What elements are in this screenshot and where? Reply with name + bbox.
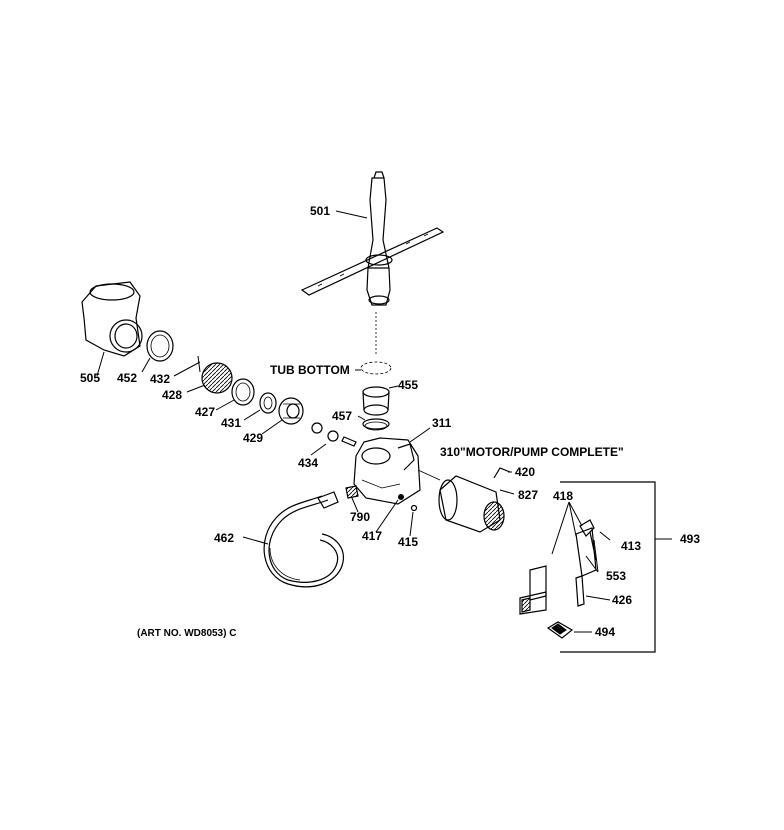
- block-part: [546, 621, 592, 639]
- kit-hardware: [551, 501, 611, 577]
- label-501: 501: [310, 204, 331, 218]
- label-462: 462: [214, 531, 235, 545]
- label-457: 457: [332, 409, 353, 423]
- label-429: 429: [243, 431, 264, 445]
- latch-part: [519, 565, 547, 615]
- label-428: 428: [162, 388, 183, 402]
- seal-ring-part: [243, 392, 277, 421]
- impeller-part: [261, 397, 304, 435]
- label-505: 505: [80, 371, 101, 385]
- label-427: 427: [195, 405, 216, 419]
- label-432: 432: [150, 372, 171, 386]
- label-452: 452: [117, 371, 138, 385]
- label-431: 431: [221, 416, 242, 430]
- kit-bracket: [560, 481, 672, 653]
- spray-arm-part: [300, 171, 445, 355]
- label-tub-bottom: TUB BOTTOM: [270, 363, 350, 377]
- seal-part: [362, 385, 399, 416]
- motor-part: [417, 469, 515, 533]
- label-494: 494: [595, 625, 616, 639]
- label-827: 827: [518, 488, 539, 502]
- label-455: 455: [398, 378, 419, 392]
- label-417: 417: [362, 529, 383, 543]
- screw-parts: [375, 494, 418, 537]
- ring-part: [215, 378, 255, 411]
- label-418: 418: [553, 489, 574, 503]
- label-426: 426: [612, 593, 633, 607]
- label-311: 311: [432, 416, 452, 430]
- label-790: 790: [350, 510, 371, 524]
- label-420: 420: [515, 465, 536, 479]
- label-434: 434: [298, 456, 319, 470]
- bolt-parts: [310, 422, 357, 456]
- sump-housing-part: [81, 281, 143, 377]
- label-415: 415: [398, 535, 419, 549]
- gasket-part: [357, 415, 390, 431]
- wire-clip-part: [493, 467, 512, 479]
- art-number: (ART NO. WD8053) C: [137, 628, 237, 639]
- label-413: 413: [621, 539, 642, 553]
- pin-part: [575, 575, 611, 607]
- label-493: 493: [680, 532, 701, 546]
- small-fitting-part: [345, 485, 359, 513]
- tub-bottom-ring: [355, 361, 392, 375]
- label-553: 553: [606, 569, 627, 583]
- pump-body-part: [353, 427, 431, 505]
- chopper-part: [173, 355, 233, 394]
- hose-part: [242, 491, 344, 588]
- clamp-part: [141, 330, 174, 373]
- label-motor-pump-complete: 310"MOTOR/PUMP COMPLETE": [440, 445, 624, 459]
